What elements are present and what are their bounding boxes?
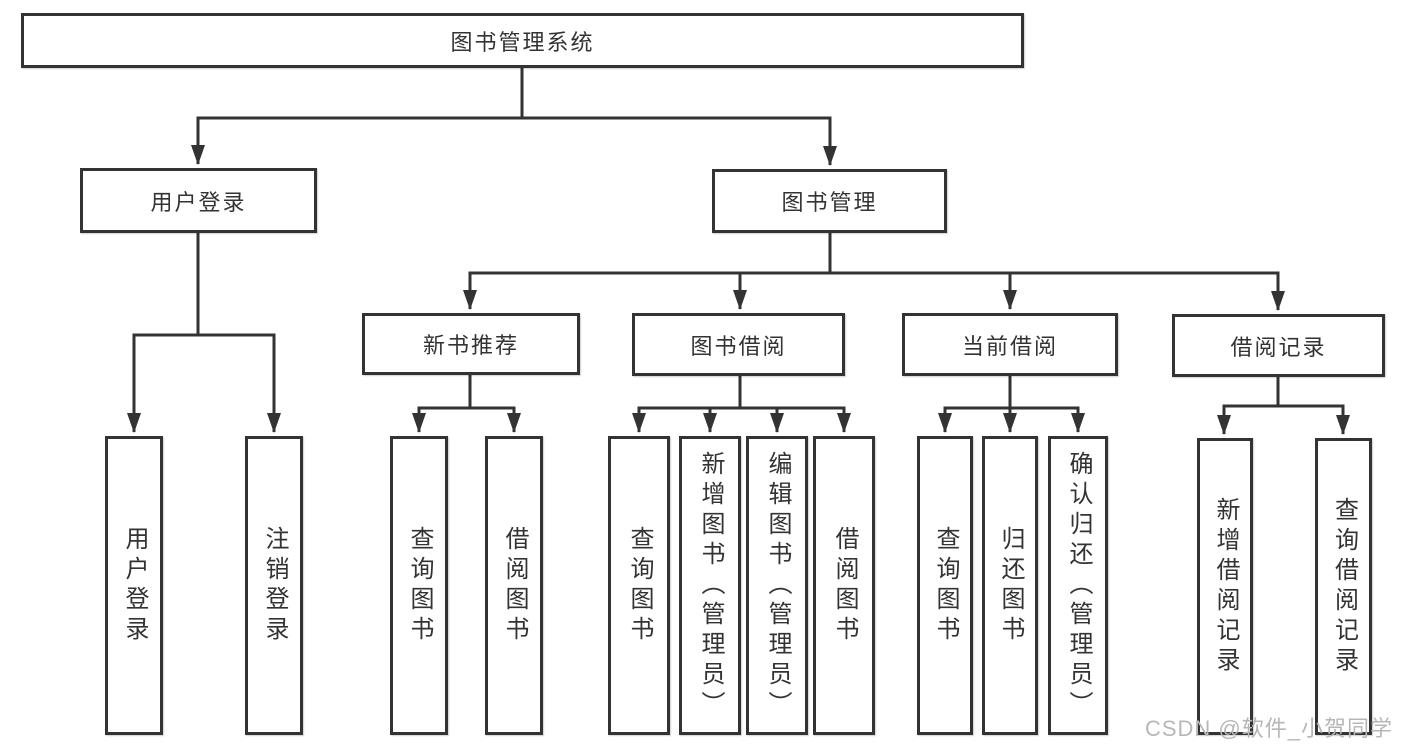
node-label: 借阅图书 xyxy=(501,525,528,646)
node-add-borrow-record: 新增借阅记录 xyxy=(1197,438,1253,735)
node-label: 图书借阅 xyxy=(690,333,787,359)
node-label: 查询图书 xyxy=(932,525,959,646)
node-label: 借阅记录 xyxy=(1230,334,1327,360)
edges-book-management xyxy=(463,233,1285,311)
node-logout-login: 注销登录 xyxy=(245,436,303,735)
edges-user-login xyxy=(127,233,281,433)
node-library-management-system: 图书管理系统 xyxy=(21,13,1024,68)
node-label: 图书管理 xyxy=(781,190,878,215)
node-query-books-1: 查询图书 xyxy=(390,436,448,735)
node-edit-book-admin: 编辑图书（管理员） xyxy=(746,436,808,735)
node-borrow-books-2: 借阅图书 xyxy=(813,436,875,735)
node-label: 新书推荐 xyxy=(422,333,519,358)
node-label: 确认归还（管理员） xyxy=(1065,450,1092,721)
node-label: 借阅图书 xyxy=(831,525,858,646)
node-book-management: 图书管理 xyxy=(712,169,947,233)
node-label: 当前借阅 xyxy=(961,333,1058,359)
node-book-borrowing: 图书借阅 xyxy=(632,313,845,376)
node-label: 归还图书 xyxy=(997,525,1024,646)
node-label: 查询图书 xyxy=(626,525,653,646)
edges-root xyxy=(191,68,837,166)
node-label: 查询借阅记录 xyxy=(1330,496,1358,677)
node-add-book-admin: 新增图书（管理员） xyxy=(679,436,741,735)
node-user-login-leaf: 用户登录 xyxy=(105,436,163,735)
node-query-borrow-record: 查询借阅记录 xyxy=(1315,438,1372,735)
node-borrow-books-1: 借阅图书 xyxy=(485,436,543,735)
node-borrowing-records: 借阅记录 xyxy=(1172,314,1385,377)
edges-book-borrowing xyxy=(632,376,851,433)
node-label: 新增图书（管理员） xyxy=(697,450,724,721)
node-label: 用户登录 xyxy=(121,525,148,646)
node-query-books-3: 查询图书 xyxy=(917,436,973,735)
node-return-books: 归还图书 xyxy=(982,436,1038,735)
node-user-login: 用户登录 xyxy=(80,168,317,233)
node-label: 图书管理系统 xyxy=(450,29,595,55)
node-label: 查询图书 xyxy=(406,525,433,646)
edges-current-borrowing xyxy=(938,376,1085,433)
node-label: 编辑图书（管理员） xyxy=(764,450,791,721)
node-label: 用户登录 xyxy=(150,189,247,215)
node-confirm-return-admin: 确认归还（管理员） xyxy=(1048,436,1108,735)
edges-borrowing-records xyxy=(1217,377,1350,435)
edges-new-book-recommendation xyxy=(412,375,521,433)
csdn-watermark: CSDN @软件_小贺同学 xyxy=(1144,716,1393,741)
node-new-book-recommendation: 新书推荐 xyxy=(362,313,580,375)
node-label: 新增借阅记录 xyxy=(1212,496,1239,677)
node-label: 注销登录 xyxy=(261,525,288,646)
node-current-borrowing: 当前借阅 xyxy=(902,313,1118,376)
node-query-books-2: 查询图书 xyxy=(608,436,670,735)
